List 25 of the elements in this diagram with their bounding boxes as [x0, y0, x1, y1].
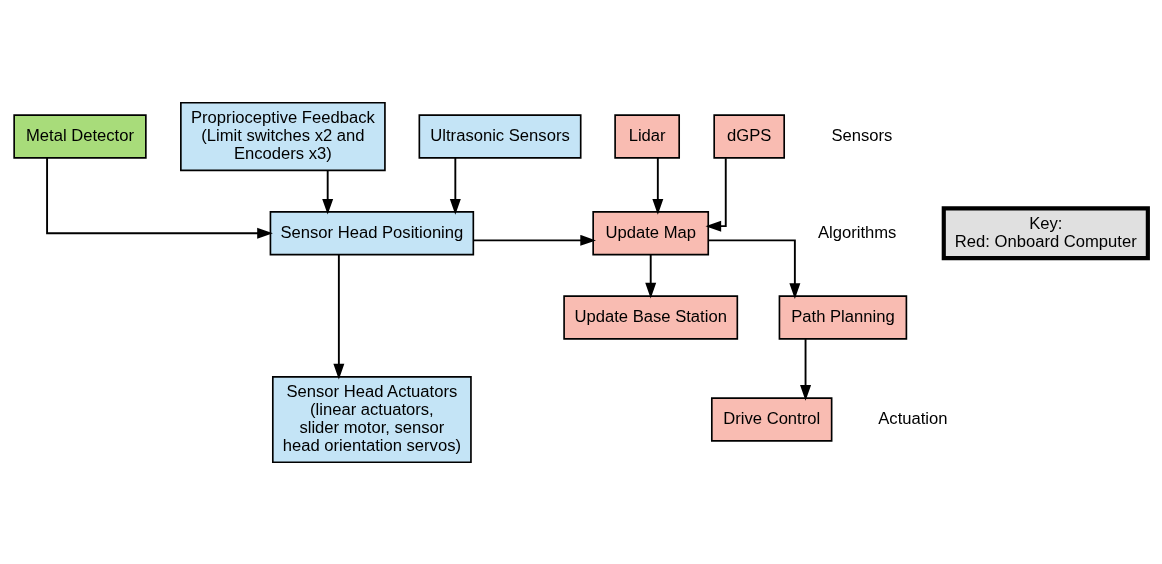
node-box: Ultrasonic Sensors	[418, 113, 582, 159]
node-box: Update Map	[592, 210, 710, 255]
node-box: Path Planning	[778, 294, 908, 340]
arrow	[800, 337, 812, 401]
node-box: Proprioceptive Feedback (Limit switches x2 and Encoders x3)	[180, 101, 386, 171]
node-box: Sensor Head Positioning	[269, 210, 475, 255]
arrow	[46, 156, 273, 239]
arrow	[333, 253, 345, 379]
arrow	[449, 156, 461, 215]
node-box: Update Base Station	[563, 294, 739, 340]
node-box: Key: Red: Onboard Computer	[941, 205, 1150, 260]
arrow	[322, 168, 334, 215]
arrow	[705, 156, 727, 232]
node-box: Metal Detector	[13, 113, 147, 159]
label: Sensors	[831, 125, 893, 145]
arrow	[645, 253, 657, 298]
arrow	[707, 238, 801, 299]
node-box: Sensor Head Actuators (linear actuators, slider motor, sensor head orientation servos)	[272, 375, 472, 463]
arrow	[652, 156, 664, 215]
node-box: Drive Control	[710, 396, 833, 442]
arrow	[472, 234, 596, 246]
label: Actuation	[878, 408, 948, 428]
node-box: Lidar	[614, 113, 680, 159]
node-box: dGPS	[713, 113, 786, 159]
label: Algorithms	[817, 222, 897, 242]
